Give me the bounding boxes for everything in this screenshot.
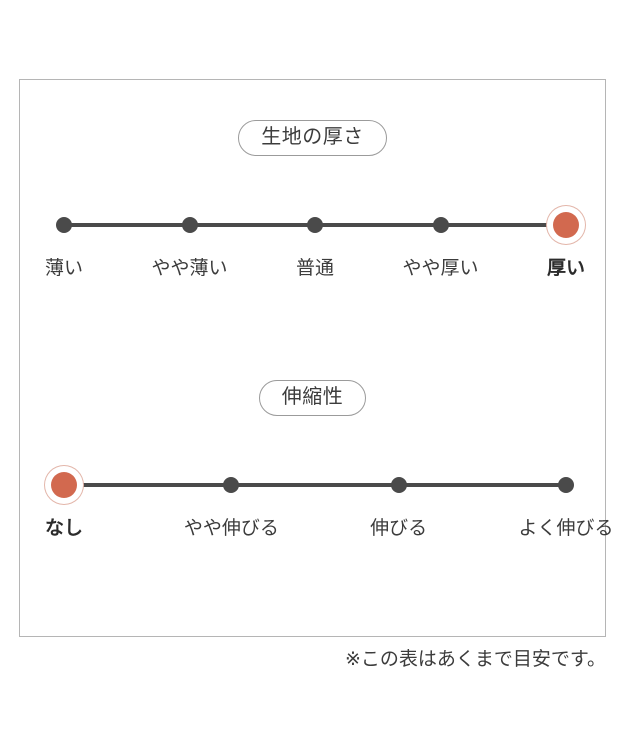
stretch-badge: 伸縮性 xyxy=(258,380,367,416)
stretch-label-0: なし xyxy=(44,518,84,539)
thickness-point-2[interactable] xyxy=(307,217,323,233)
thickness-scale xyxy=(20,202,605,248)
thickness-point-0[interactable] xyxy=(56,217,72,233)
thickness-point-1[interactable] xyxy=(181,217,198,233)
stretch-point-1[interactable] xyxy=(223,477,240,493)
thickness-label-4: 厚い xyxy=(546,258,586,279)
disclaimer-note: ※この表はあくまで目安です。 xyxy=(344,649,606,670)
stretch-label-2: 伸びる xyxy=(370,518,428,539)
stretch-scale-track xyxy=(64,483,566,487)
section-stretchiness: 伸縮性 なし やや伸びる 伸びる よく伸びる xyxy=(20,380,614,548)
stretch-point-0[interactable] xyxy=(51,472,77,498)
stretch-badge-row: 伸縮性 xyxy=(20,380,605,416)
thickness-label-1: やや薄い xyxy=(151,258,228,279)
stretch-point-3[interactable] xyxy=(558,477,574,493)
thickness-label-0: 薄い xyxy=(44,258,84,279)
stretch-scale-points xyxy=(20,462,605,508)
section-fabric-thickness: 生地の厚さ 薄い やや薄い 普通 やや厚い 厚い xyxy=(20,120,605,288)
stretch-label-3: よく伸びる xyxy=(518,518,614,539)
thickness-point-3[interactable] xyxy=(432,217,449,233)
thickness-point-4[interactable] xyxy=(553,212,579,238)
thickness-label-3: やや厚い xyxy=(402,258,479,279)
thickness-badge-row: 生地の厚さ xyxy=(20,120,605,156)
thickness-label-2: 普通 xyxy=(295,258,335,279)
chart-frame: 生地の厚さ 薄い やや薄い 普通 やや厚い 厚い 伸縮性 なし やや伸びる 伸びる よく伸びる xyxy=(19,79,614,637)
stretch-label-1: やや伸びる xyxy=(183,518,279,539)
thickness-scale-labels: 薄い やや薄い 普通 やや厚い 厚い xyxy=(20,258,605,288)
stretch-scale-labels: なし やや伸びる 伸びる よく伸びる xyxy=(20,518,614,548)
thickness-scale-points xyxy=(20,202,605,248)
stretch-point-2[interactable] xyxy=(390,477,407,493)
thickness-badge: 生地の厚さ xyxy=(238,120,387,156)
stretch-scale xyxy=(20,462,605,508)
